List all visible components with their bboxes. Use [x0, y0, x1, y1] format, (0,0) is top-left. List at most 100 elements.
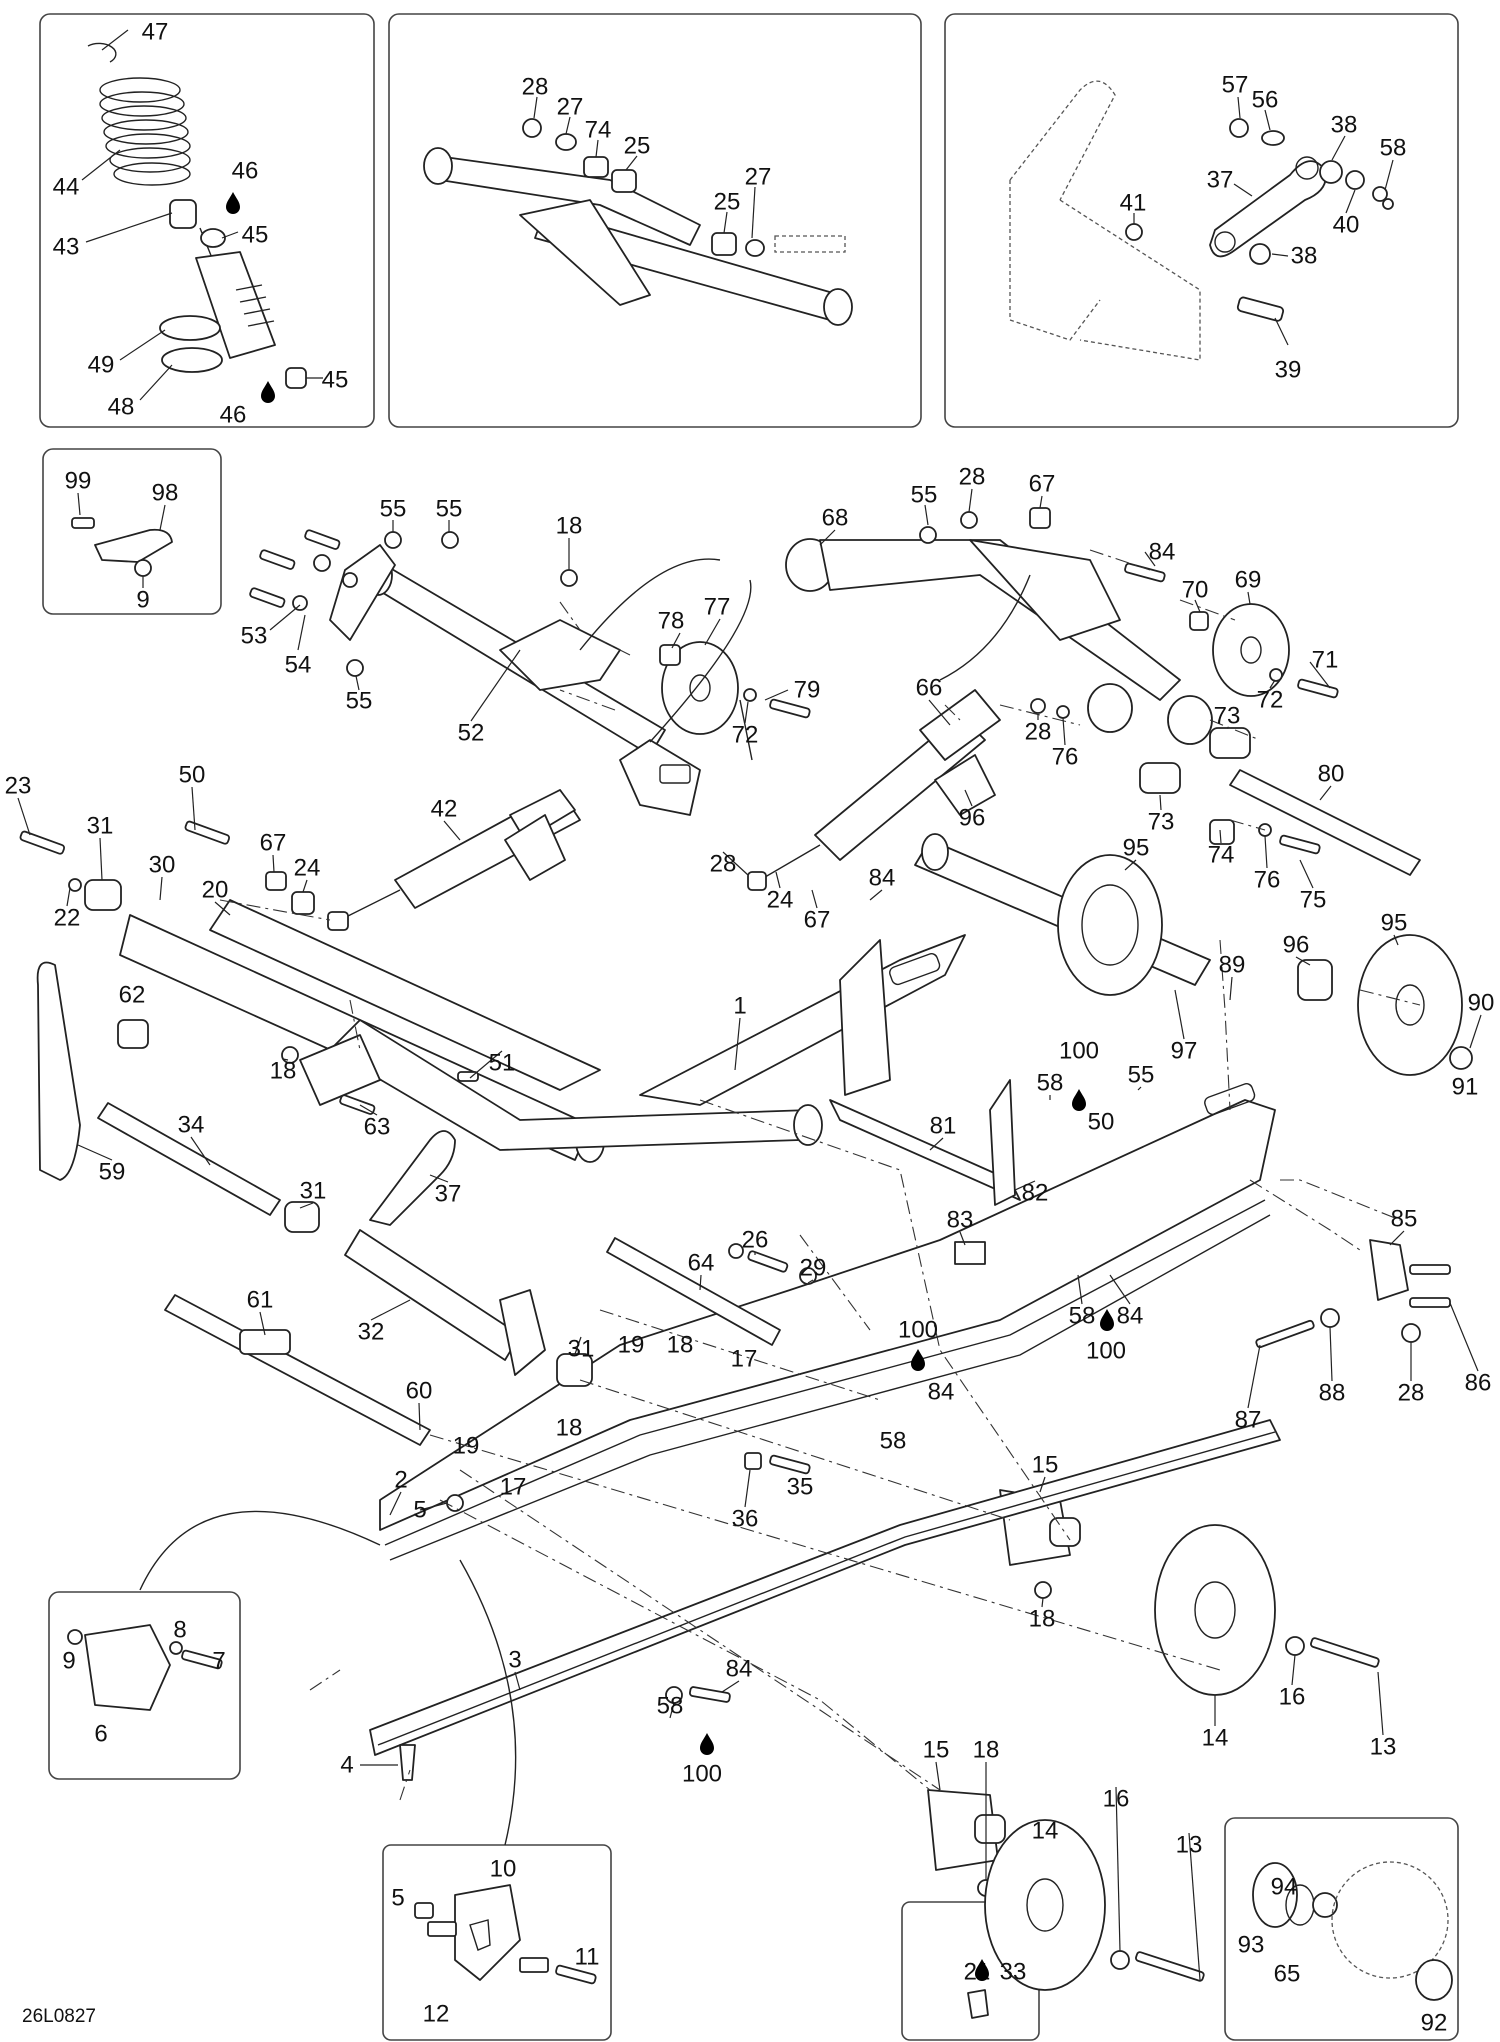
callout-43: 43	[53, 234, 80, 261]
callout-38: 38	[1291, 243, 1318, 270]
callout-16: 16	[1279, 1684, 1306, 1711]
callout-74: 74	[585, 117, 612, 144]
callout-56: 56	[1252, 87, 1279, 114]
slide-rail-drawing	[379, 934, 1451, 1561]
callout-83: 83	[947, 1207, 974, 1234]
callout-25: 25	[714, 189, 741, 216]
callout-84: 84	[726, 1656, 753, 1683]
callout-61: 61	[247, 1287, 274, 1314]
callout-92: 92	[1421, 2010, 1448, 2037]
callout-8: 8	[173, 1617, 186, 1644]
callout-14: 14	[1202, 1725, 1229, 1752]
callout-6: 6	[94, 1721, 107, 1748]
callout-77: 77	[704, 594, 731, 621]
callout-84: 84	[928, 1379, 955, 1406]
callout-93: 93	[1238, 1932, 1265, 1959]
callout-86: 86	[1465, 1370, 1492, 1397]
end-cap-drawing	[67, 1624, 223, 1711]
callout-90: 90	[1468, 990, 1495, 1017]
callout-39: 39	[1275, 357, 1302, 384]
callout-26: 26	[742, 1227, 769, 1254]
callout-100: 100	[1059, 1038, 1099, 1065]
callout-100: 100	[682, 1761, 722, 1788]
callout-55: 55	[911, 482, 938, 509]
callout-63: 63	[364, 1114, 391, 1141]
lube-drop-icon	[261, 381, 275, 403]
callout-33: 33	[1000, 1959, 1027, 1986]
assembly-centerlines	[139, 549, 1421, 1846]
callout-18: 18	[1029, 1606, 1056, 1633]
callout-72: 72	[1257, 687, 1284, 714]
callout-41: 41	[1120, 190, 1147, 217]
callout-99: 99	[65, 468, 92, 495]
callout-44: 44	[53, 174, 80, 201]
callout-29: 29	[800, 1255, 827, 1282]
callout-4: 4	[340, 1752, 353, 1779]
callout-2: 2	[394, 1467, 407, 1494]
callout-45: 45	[322, 367, 349, 394]
stopper-drawing	[414, 1884, 597, 1985]
callout-28: 28	[959, 464, 986, 491]
callout-94: 94	[1271, 1874, 1298, 1901]
rear-arm-leaders	[533, 96, 756, 239]
grease-fitting-drawing	[967, 1989, 989, 2019]
idler-wheels-drawing	[914, 833, 1473, 1076]
lube-drop-icon	[700, 1733, 714, 1755]
callout-67: 67	[804, 907, 831, 934]
callout-30: 30	[149, 852, 176, 879]
callout-46: 46	[232, 158, 259, 185]
callout-65: 65	[1274, 1961, 1301, 1988]
callout-60: 60	[406, 1378, 433, 1405]
callout-11: 11	[575, 1944, 600, 1971]
callout-76: 76	[1254, 867, 1281, 894]
callout-47: 47	[142, 19, 169, 46]
callout-55: 55	[380, 496, 407, 523]
callout-31: 31	[568, 1336, 595, 1363]
callout-37: 37	[1207, 167, 1234, 194]
callout-18: 18	[973, 1737, 1000, 1764]
callout-96: 96	[959, 805, 986, 832]
callout-78: 78	[658, 608, 685, 635]
callout-58: 58	[657, 1693, 684, 1720]
callout-84: 84	[1149, 539, 1176, 566]
callout-82: 82	[1022, 1180, 1049, 1207]
callout-40: 40	[1333, 212, 1360, 239]
callout-69: 69	[1235, 567, 1262, 594]
callout-67: 67	[1029, 471, 1056, 498]
callout-28: 28	[522, 74, 549, 101]
callout-74: 74	[1208, 842, 1235, 869]
callout-57: 57	[1222, 72, 1249, 99]
bracket-drawing	[71, 492, 173, 588]
callout-85: 85	[1391, 1206, 1418, 1233]
figure-code: 26L0827	[22, 2006, 96, 2027]
callout-28: 28	[1025, 719, 1052, 746]
callout-24: 24	[767, 887, 794, 914]
shock-absorbers-drawing	[327, 689, 1001, 931]
callout-76: 76	[1052, 744, 1079, 771]
callout-70: 70	[1182, 577, 1209, 604]
callout-58: 58	[880, 1428, 907, 1455]
inset-wheel-bearing	[1224, 1817, 1459, 2041]
callout-22: 22	[54, 905, 81, 932]
link-drawing	[1009, 80, 1394, 361]
callout-24: 24	[294, 855, 321, 882]
callout-17: 17	[500, 1474, 527, 1501]
callout-72: 72	[732, 722, 759, 749]
callout-73: 73	[1214, 703, 1241, 730]
callout-19: 19	[453, 1433, 480, 1460]
callout-13: 13	[1176, 1832, 1203, 1859]
lube-drop-icon	[1072, 1089, 1086, 1111]
callout-48: 48	[108, 394, 135, 421]
callout-58: 58	[1069, 1303, 1096, 1330]
inset-shock-spring	[39, 13, 375, 428]
callout-50: 50	[179, 762, 206, 789]
callout-53: 53	[241, 623, 268, 650]
callout-55: 55	[436, 496, 463, 523]
callout-13: 13	[1370, 1734, 1397, 1761]
callout-27: 27	[745, 164, 772, 191]
spring-shock-drawing	[87, 42, 307, 389]
callout-66: 66	[916, 675, 943, 702]
lube-drop-icon	[226, 192, 240, 214]
